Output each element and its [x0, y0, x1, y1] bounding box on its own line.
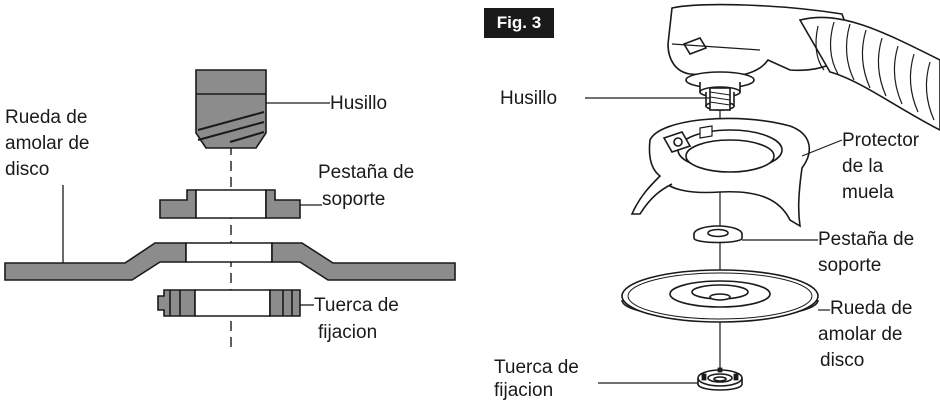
leader-guard-right — [801, 139, 843, 157]
label-nut-left-1: Tuerca de — [314, 295, 399, 316]
grinding-wheel-drawing — [621, 269, 819, 323]
lock-nut-drawing — [697, 367, 743, 391]
label-flange-left-2: soporte — [322, 189, 386, 210]
right-exploded-view — [585, 3, 940, 391]
label-spindle-right: Husillo — [500, 88, 558, 109]
grinding-wheel-section — [4, 242, 456, 281]
backing-flange-section — [159, 189, 301, 219]
spindle-section — [195, 69, 267, 149]
label-guard-right-1: Protector — [842, 130, 920, 151]
left-cross-section — [4, 69, 456, 350]
label-spindle-left: Husillo — [330, 93, 388, 114]
label-guard-right-2: de la — [842, 156, 884, 177]
label-wheel-right-2: amolar de — [818, 324, 903, 345]
side-handle-drawing — [798, 16, 940, 131]
label-nut-right-2: fijacion — [494, 380, 554, 401]
lock-nut-section — [157, 289, 301, 317]
backing-flange-drawing — [693, 225, 743, 244]
label-guard-right-3: muela — [842, 182, 894, 203]
label-nut-right-1: Tuerca de — [494, 357, 579, 378]
wheel-guard-drawing — [630, 117, 811, 228]
label-wheel-left-2: amolar de — [5, 133, 90, 154]
label-wheel-right-1: Rueda de — [830, 298, 913, 319]
label-flange-right-1: Pestaña de — [818, 229, 915, 250]
spindle-drawing — [709, 87, 731, 111]
label-wheel-left-1: Rueda de — [5, 107, 88, 128]
figure-badge: Fig. 3 — [484, 8, 554, 38]
label-flange-left-1: Pestaña de — [318, 162, 415, 183]
label-flange-right-2: soporte — [818, 255, 882, 276]
label-nut-left-2: fijacion — [318, 322, 378, 343]
label-wheel-left-3: disco — [5, 159, 50, 180]
label-wheel-right-3: disco — [820, 350, 865, 371]
